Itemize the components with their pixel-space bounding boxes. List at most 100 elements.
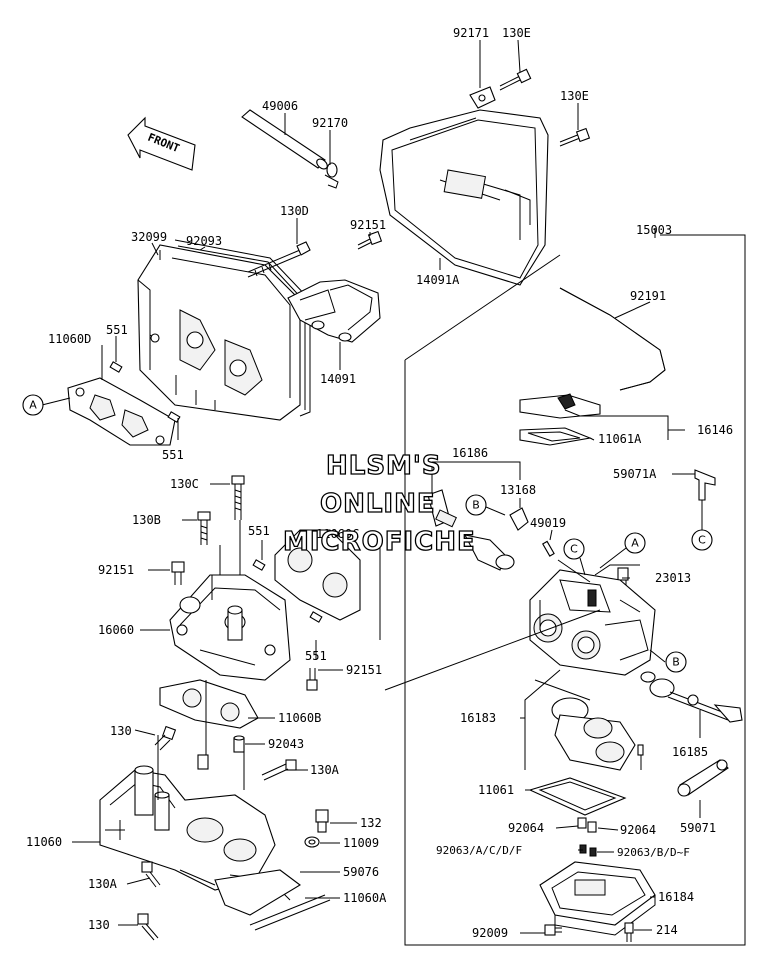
- collar-92043-part: [233, 735, 245, 753]
- callout-b-solenoid: B: [465, 494, 487, 516]
- part-label-59076: 59076: [343, 865, 379, 879]
- solenoid-16186-part: [427, 480, 515, 571]
- bracket-14091-part: [287, 279, 381, 343]
- part-label-16060: 16060: [98, 623, 134, 637]
- part-label-551-c: 551: [248, 524, 270, 538]
- throttle-plate-16185-part: [640, 671, 743, 723]
- bolt-92151-mid-part: [306, 668, 318, 691]
- part-label-32099: 32099: [131, 230, 167, 244]
- part-label-59071A: 59071A: [613, 467, 657, 481]
- part-label-16146: 16146: [697, 423, 733, 437]
- watermark-line-2: ONLINE: [320, 489, 436, 519]
- part-label-11060D: 11060D: [48, 332, 91, 346]
- part-label-11009: 11009: [343, 836, 379, 850]
- gasket-11060A-part: [249, 894, 331, 931]
- float-bowl-16184-part: [539, 861, 656, 936]
- part-label-551-d: 551: [305, 649, 327, 663]
- part-label-130E-top: 130E: [502, 26, 531, 40]
- collar-92043-b-part: [197, 754, 209, 770]
- part-label-92063-right: 92063/B/D~F: [617, 846, 690, 859]
- carburetor-body-part: [529, 569, 656, 676]
- part-label-92191: 92191: [630, 289, 666, 303]
- part-label-16184: 16184: [658, 890, 694, 904]
- callout-b-solenoid-label: B: [472, 499, 480, 512]
- part-label-130D: 130D: [280, 204, 309, 218]
- gasket-11060B-part: [159, 679, 259, 729]
- hose-92191-part: [559, 287, 666, 391]
- bolt-92151-left-part: [171, 561, 185, 585]
- gasket-11061A-part: [519, 427, 593, 446]
- part-label-11060: 11060: [26, 835, 62, 849]
- watermark-line-3: MICROFICHE: [283, 527, 476, 557]
- part-label-130A-right: 130A: [310, 763, 340, 777]
- part-label-11061: 11061: [478, 783, 514, 797]
- jet-92064-part: [577, 817, 597, 833]
- part-label-214: 214: [656, 923, 678, 937]
- bracket-13168-part: [509, 507, 529, 531]
- dowel-551-left-a-part: [109, 361, 123, 373]
- bolt-130E-top-part: [499, 68, 532, 91]
- bolt-130-top-part: [154, 725, 177, 751]
- part-label-92151-left: 92151: [98, 563, 134, 577]
- front-arrow-icon: FRONT: [127, 116, 196, 171]
- part-label-130C: 130C: [170, 477, 199, 491]
- dowel-551-mid-b-part: [309, 611, 323, 623]
- air-cleaner-housing-part: [379, 109, 549, 286]
- bolt-92151-top-part: [357, 230, 383, 250]
- part-label-551-a: 551: [106, 323, 128, 337]
- part-label-130-top: 130: [110, 724, 132, 738]
- part-label-92093: 92093: [186, 234, 222, 248]
- base-plate-32099-part: [137, 244, 301, 421]
- screw-214-part: [624, 922, 634, 942]
- callout-c-carb: C: [563, 538, 585, 560]
- callout-c-fitting: C: [691, 529, 713, 551]
- fitting-59071A-part: [694, 469, 716, 501]
- callout-c-carb-label: C: [570, 543, 578, 556]
- part-label-92043: 92043: [268, 737, 304, 751]
- clamp-92171-part: [469, 86, 496, 109]
- bolt-130B-part: [197, 511, 211, 545]
- part-label-132: 132: [360, 816, 382, 830]
- gasket-11060D-part: [67, 377, 176, 446]
- watermark: HLSM'S ONLINE MICROFICHE: [282, 450, 476, 557]
- part-label-11060C: 11060C: [316, 527, 359, 541]
- part-label-551-b: 551: [162, 448, 184, 462]
- part-label-130-bottom: 130: [88, 918, 110, 932]
- callout-a-carb-label: A: [631, 537, 639, 550]
- callout-a-carb: A: [624, 532, 646, 554]
- clip-92170-part: [324, 162, 339, 189]
- gasket-11060C-part: [274, 529, 361, 621]
- part-label-23013: 23013: [655, 571, 691, 585]
- part-label-92009: 92009: [472, 926, 508, 940]
- screw-92009-part: [544, 924, 562, 936]
- part-label-92064-left: 92064: [508, 821, 544, 835]
- bolt-130A-lower-part: [141, 861, 161, 888]
- adapter-16060-part: [169, 574, 291, 681]
- callout-a-left: A: [22, 394, 44, 416]
- callout-b-carb-label: B: [672, 656, 680, 669]
- part-label-92171: 92171: [453, 26, 489, 40]
- gasket-11061-part: [528, 777, 627, 816]
- part-label-11060A: 11060A: [343, 891, 387, 905]
- bolt-130D-part: [247, 241, 311, 278]
- part-label-49019: 49019: [530, 516, 566, 530]
- part-label-14091A: 14091A: [416, 273, 460, 287]
- part-label-11060B: 11060B: [278, 711, 321, 725]
- part-labels: 92171 130E 130E 49006 92170 130D 92151 1…: [26, 26, 733, 940]
- bolt-130C-part: [231, 475, 245, 520]
- watermark-line-1: HLSM'S: [326, 451, 442, 481]
- part-label-11061A: 11061A: [598, 432, 642, 446]
- part-label-92151-top: 92151: [350, 218, 386, 232]
- part-label-14091: 14091: [320, 372, 356, 386]
- float-16183-part: [524, 669, 644, 771]
- part-label-130A-left: 130A: [88, 877, 118, 891]
- bracket-16146-part: [519, 393, 601, 419]
- part-label-15003: 15003: [636, 223, 672, 237]
- plug-132-part: [315, 809, 329, 833]
- link-59071-part: [677, 759, 729, 797]
- part-label-92063-left: 92063/A/C/D/F: [436, 844, 522, 857]
- jet-92063-part: [579, 844, 597, 857]
- carburetor-assembly-frame: [404, 234, 746, 946]
- bolt-130-bottom-part: [137, 913, 159, 941]
- part-label-92151-mid: 92151: [346, 663, 382, 677]
